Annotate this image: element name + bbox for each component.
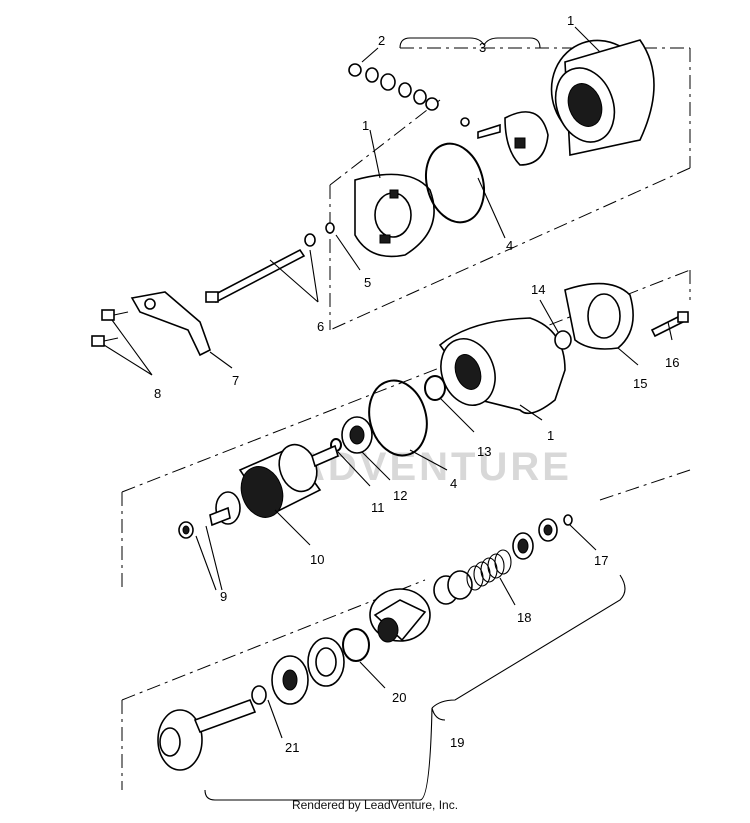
callout-1a: 1 [567,13,574,28]
callout-10: 10 [310,552,324,567]
drive-housing [438,317,566,415]
small-washer [325,222,335,234]
armature [209,443,339,527]
o-ring-lower [368,379,428,457]
o-ring-13 [424,375,446,401]
callout-14: 14 [531,282,545,297]
screws [91,309,129,347]
leader-lines [103,26,673,801]
spring-18 [466,549,512,591]
callout-19: 19 [450,735,464,750]
callout-labels: 1 2 3 1 4 5 6 7 8 14 16 15 1 13 4 12 11 … [154,13,679,755]
callout-6: 6 [317,319,324,334]
collar [512,532,534,560]
clip-21 [251,685,267,705]
gasket-plate [564,282,634,350]
callout-16: 16 [665,355,679,370]
clip-17 [563,514,573,526]
callout-17: 17 [594,553,608,568]
ring-20 [342,628,370,662]
rear-cover [354,173,435,258]
o-ring-upper [425,142,485,224]
bearing [341,416,373,454]
callout-15: 15 [633,376,647,391]
callout-5: 5 [364,275,371,290]
brush-holder [460,111,549,166]
callout-9: 9 [220,589,227,604]
callout-7: 7 [232,373,239,388]
callout-13: 13 [477,444,491,459]
callout-20: 20 [392,690,406,705]
through-bolts [205,233,316,304]
callout-2: 2 [378,33,385,48]
watermark-text: ADVENTURE [296,445,572,489]
callout-3: 3 [479,40,486,55]
callout-11: 11 [371,500,385,515]
brushes-9 [178,521,194,539]
drive-gear-shaft [157,698,257,771]
frame-lines [121,47,691,790]
drive-clutch [369,588,431,643]
callout-12: 12 [393,488,407,503]
clutch-cup [307,637,345,687]
callout-1c: 1 [547,428,554,443]
stop-ring [538,518,558,542]
bracket [130,291,211,357]
callout-4a: 4 [506,238,513,253]
callout-1b: 1 [362,118,369,133]
callout-8: 8 [154,386,161,401]
footer-credit: Rendered by LeadVenture, Inc. [291,798,459,812]
sleeve [433,570,473,605]
pinion-washer [271,655,309,705]
callout-4b: 4 [450,476,457,491]
washer-14 [554,330,572,350]
bolt-16 [650,311,689,338]
end-cap-housing [550,39,655,156]
callout-21: 21 [285,740,299,755]
washers-stack [348,63,439,111]
callout-18: 18 [517,610,531,625]
